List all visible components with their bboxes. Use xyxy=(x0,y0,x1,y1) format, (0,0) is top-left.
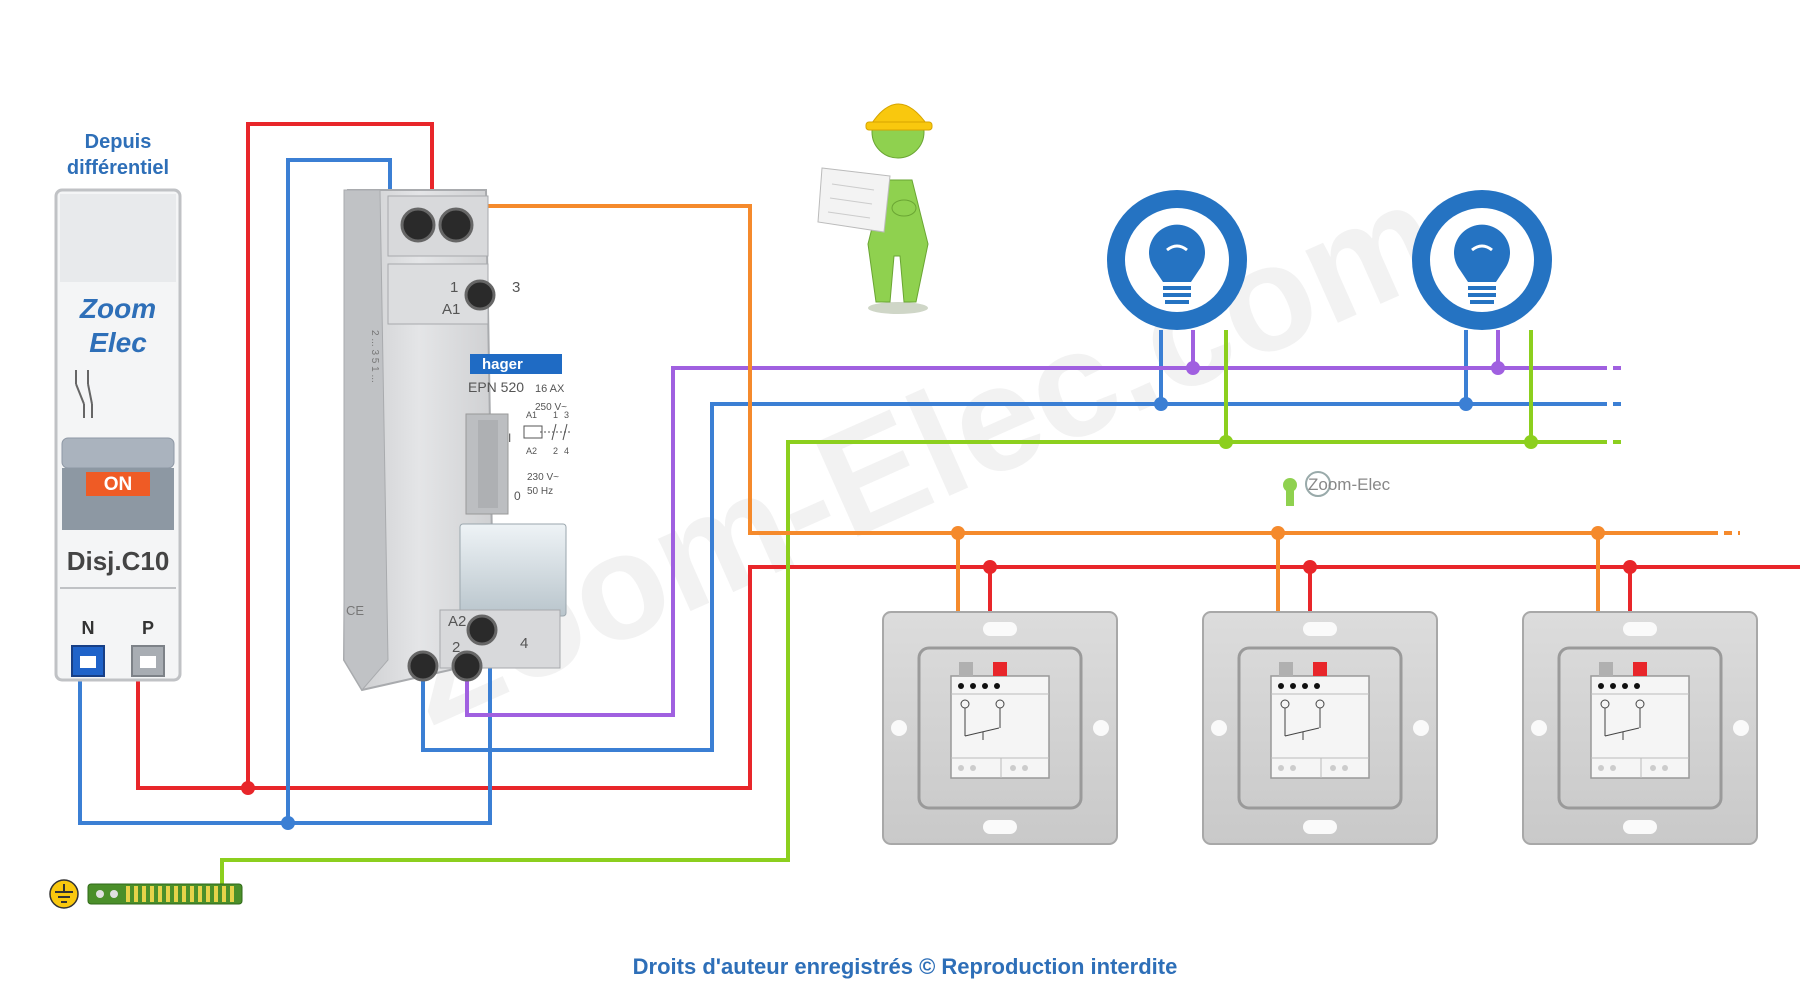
zoom-elec-logo-small: Zoom-Elec xyxy=(1283,471,1391,506)
relay-contact-voltage: 250 V~ xyxy=(535,402,567,413)
earth-bar-slot xyxy=(150,886,154,902)
earth-wires xyxy=(220,330,1600,885)
schema-a1: A1 xyxy=(526,410,537,420)
relay-mode-i: I xyxy=(508,431,511,445)
earth-bar-slot xyxy=(198,886,202,902)
copyright-footer: Droits d'auteur enregistrés © Reproducti… xyxy=(633,954,1178,979)
relay-terminal-2-screw[interactable] xyxy=(407,650,439,682)
breaker-terminal-n-label: N xyxy=(82,618,95,638)
earth-bar-slot xyxy=(134,886,138,902)
breaker-terminal-p-label: P xyxy=(142,618,154,638)
relay-terminal-a2-screw[interactable] xyxy=(466,614,498,646)
relay-terminal-4-screw[interactable] xyxy=(451,650,483,682)
relay-term-3: 3 xyxy=(512,279,520,296)
earth-bar-slot xyxy=(206,886,210,902)
push-button-switch-1[interactable] xyxy=(882,611,1118,845)
relay-terminal-1-screw[interactable] xyxy=(400,207,436,243)
earth-ground-icon xyxy=(49,879,79,909)
breaker-brand-elec: Elec xyxy=(89,327,147,358)
relay-brand-badge xyxy=(470,354,562,374)
earth-bar-slot xyxy=(166,886,170,902)
relay-terminal-a1-screw[interactable] xyxy=(464,279,496,311)
breaker-rating: Disj.C10 xyxy=(67,546,170,576)
lamp-1 xyxy=(1107,190,1247,330)
schema-1: 1 xyxy=(553,410,558,420)
earth-bar-slot xyxy=(158,886,162,902)
watermark-small-text: Zoom-Elec xyxy=(1308,475,1391,494)
relay-label-window xyxy=(459,523,567,617)
relay-term-a2: A2 xyxy=(448,613,466,630)
relay-mode-0: 0 xyxy=(514,489,521,503)
schema-4: 4 xyxy=(564,446,569,456)
relay-term-4: 4 xyxy=(520,635,528,652)
earth-bar-slot xyxy=(222,886,226,902)
earth-bar-slot xyxy=(230,886,234,902)
schema-a2: A2 xyxy=(526,446,537,456)
earth-bar-slot xyxy=(142,886,146,902)
breaker-toggle-lever[interactable] xyxy=(61,437,175,469)
relay-current: 16 AX xyxy=(535,383,565,395)
worker-with-plan-icon xyxy=(817,103,933,314)
breaker-header-line2: différentiel xyxy=(67,157,169,179)
push-button-switch-3[interactable] xyxy=(1522,611,1758,845)
relay-ce-mark: CE xyxy=(346,603,364,618)
relay-coil-voltage: 230 V~ xyxy=(527,472,559,483)
schema-3: 3 xyxy=(564,410,569,420)
earth-bar-slot xyxy=(126,886,130,902)
junction-dots xyxy=(241,361,1637,830)
relay-brand: hager xyxy=(482,356,523,373)
push-button-switch-2[interactable] xyxy=(1202,611,1438,845)
breaker-symbol-icon xyxy=(75,370,93,418)
earth-bar-slot xyxy=(214,886,218,902)
relay-coil-frequency: 50 Hz xyxy=(527,486,553,497)
relay-side-code: 2 ... 3 5 1 ... xyxy=(369,330,380,383)
schema-2: 2 xyxy=(553,446,558,456)
breaker-brand-zoom: Zoom xyxy=(79,293,156,324)
earth-terminal-bar xyxy=(49,879,243,909)
breaker-header-line1: Depuis xyxy=(85,131,152,153)
earth-bar-slot xyxy=(174,886,178,902)
earth-bar-slot xyxy=(182,886,186,902)
relay-term-1: 1 xyxy=(450,279,458,296)
breaker-on-label: ON xyxy=(104,474,133,495)
earth-bar-slot xyxy=(190,886,194,902)
relay-model: EPN 520 xyxy=(468,379,524,395)
breaker-on-badge xyxy=(86,472,150,496)
lamp-2 xyxy=(1412,190,1552,330)
impulse-relay: 1 3 A1 hager EPN 520 16 AX 250 V~ I 0 A1… xyxy=(342,189,570,692)
relay-term-2: 2 xyxy=(452,639,460,656)
circuit-breaker: Depuis différentiel Zoom Elec ON Disj.C1… xyxy=(54,131,182,682)
relay-term-a1: A1 xyxy=(442,301,460,318)
relay-internal-schematic: A1 1 3 A2 2 4 xyxy=(523,410,570,456)
relay-terminal-3-screw[interactable] xyxy=(438,207,474,243)
